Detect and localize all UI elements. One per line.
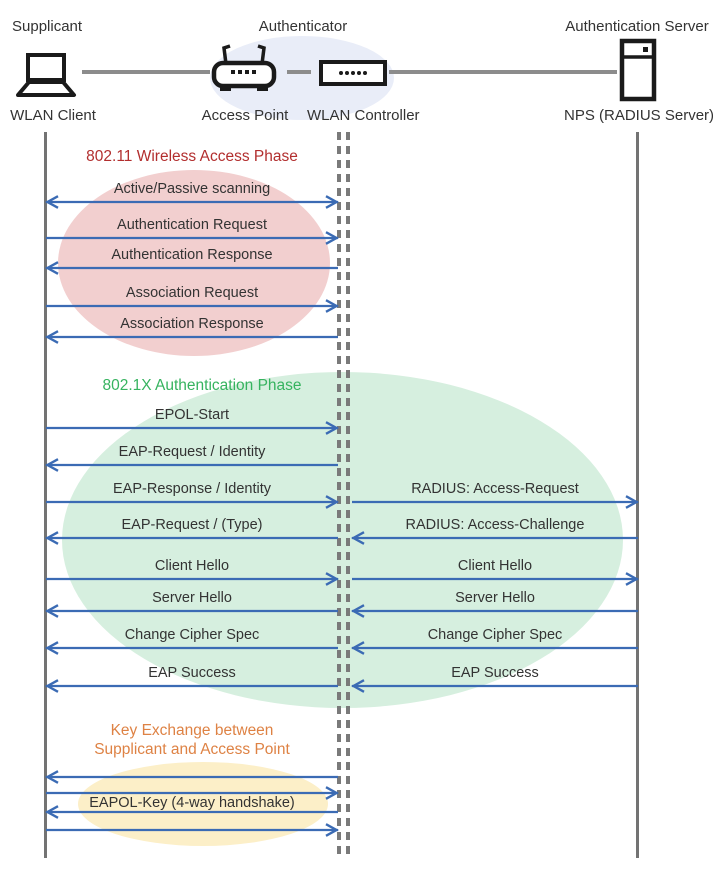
message-7-left-label: EAP-Response / Identity (113, 481, 271, 497)
message-14-left-arrow (46, 786, 339, 800)
connector-client-ap (82, 70, 210, 74)
wlan-controller-lifeline-right (346, 132, 350, 856)
nps-radius-server-label: NPS (RADIUS Server) (564, 107, 713, 124)
message-11-left-arrow (45, 641, 338, 655)
laptop-icon (16, 53, 76, 97)
message-9-left-label: Client Hello (154, 558, 230, 574)
connector-wlc-server (389, 70, 617, 74)
message-0-left-label: Active/Passive scanning (113, 181, 271, 197)
message-7-right-label: RADIUS: Access-Request (411, 481, 579, 497)
message-10-left-arrow (45, 604, 338, 618)
message-6-left-arrow (45, 458, 338, 472)
message-9-right-arrow (352, 572, 639, 586)
message-12-left-label: EAP Success (148, 665, 236, 681)
message-10-left-label: Server Hello (152, 590, 232, 606)
message-11-right-arrow (351, 641, 638, 655)
server-lifeline (636, 132, 639, 858)
message-8-right-arrow (351, 531, 638, 545)
key-exchange-title-line1: Key Exchange between (110, 722, 274, 739)
message-15-left-arrow (45, 805, 338, 819)
message-10-right-label: Server Hello (455, 590, 535, 606)
message-5-left-arrow (46, 421, 339, 435)
supplicant-lifeline (44, 132, 47, 858)
message-9-right-label: Client Hello (457, 558, 533, 574)
message-0-left-arrow (45, 195, 339, 209)
wlan-controller-lifeline-left (337, 132, 341, 856)
message-8-left-arrow (45, 531, 338, 545)
message-7-right-arrow (352, 495, 639, 509)
message-8-right-label: RADIUS: Access-Challenge (405, 517, 585, 533)
server-icon (619, 38, 657, 102)
phase-80211-title: 802.11 Wireless Access Phase (86, 148, 298, 165)
message-1-left-label: Authentication Request (117, 217, 267, 233)
message-13-left-arrow (45, 770, 338, 784)
message-3-left-arrow (46, 299, 339, 313)
message-2-left-label: Authentication Response (111, 247, 273, 263)
message-4-left-label: Association Response (120, 316, 264, 332)
message-11-left-label: Change Cipher Spec (124, 627, 260, 643)
wlan-controller-label: WLAN Controller (307, 107, 420, 124)
message-16-left-arrow (46, 823, 339, 837)
message-8-left-label: EAP-Request / (Type) (121, 517, 263, 533)
key-exchange-message-label: EAPOL-Key (4-way handshake) (89, 795, 295, 811)
message-5-left-label: EPOL-Start (154, 407, 230, 423)
supplicant-role-label: Supplicant (12, 18, 83, 35)
message-1-left-arrow (46, 231, 339, 245)
message-6-left-label: EAP-Request / Identity (118, 444, 266, 460)
message-12-right-arrow (351, 679, 638, 693)
message-12-left-arrow (45, 679, 338, 693)
access-point-icon (211, 44, 277, 91)
wlan-controller-icon (319, 60, 387, 86)
message-12-right-label: EAP Success (451, 665, 539, 681)
authentication-server-role-label: Authentication Server (565, 18, 709, 35)
authenticator-role-label: Authenticator (258, 18, 348, 35)
message-10-right-arrow (351, 604, 638, 618)
message-11-right-label: Change Cipher Spec (427, 627, 563, 643)
access-point-label: Access Point (201, 107, 289, 124)
connector-ap-wlc-dash (287, 70, 311, 74)
message-7-left-arrow (46, 495, 339, 509)
message-4-left-arrow (45, 330, 338, 344)
message-2-left-arrow (45, 261, 338, 275)
message-9-left-arrow (46, 572, 339, 586)
key-exchange-title: Key Exchange between Supplicant and Acce… (46, 721, 338, 759)
message-3-left-label: Association Request (125, 285, 259, 301)
key-exchange-title-line2: Supplicant and Access Point (94, 741, 290, 758)
wlan-client-label: WLAN Client (10, 107, 96, 124)
phase-8021x-title: 802.1X Authentication Phase (102, 377, 302, 394)
